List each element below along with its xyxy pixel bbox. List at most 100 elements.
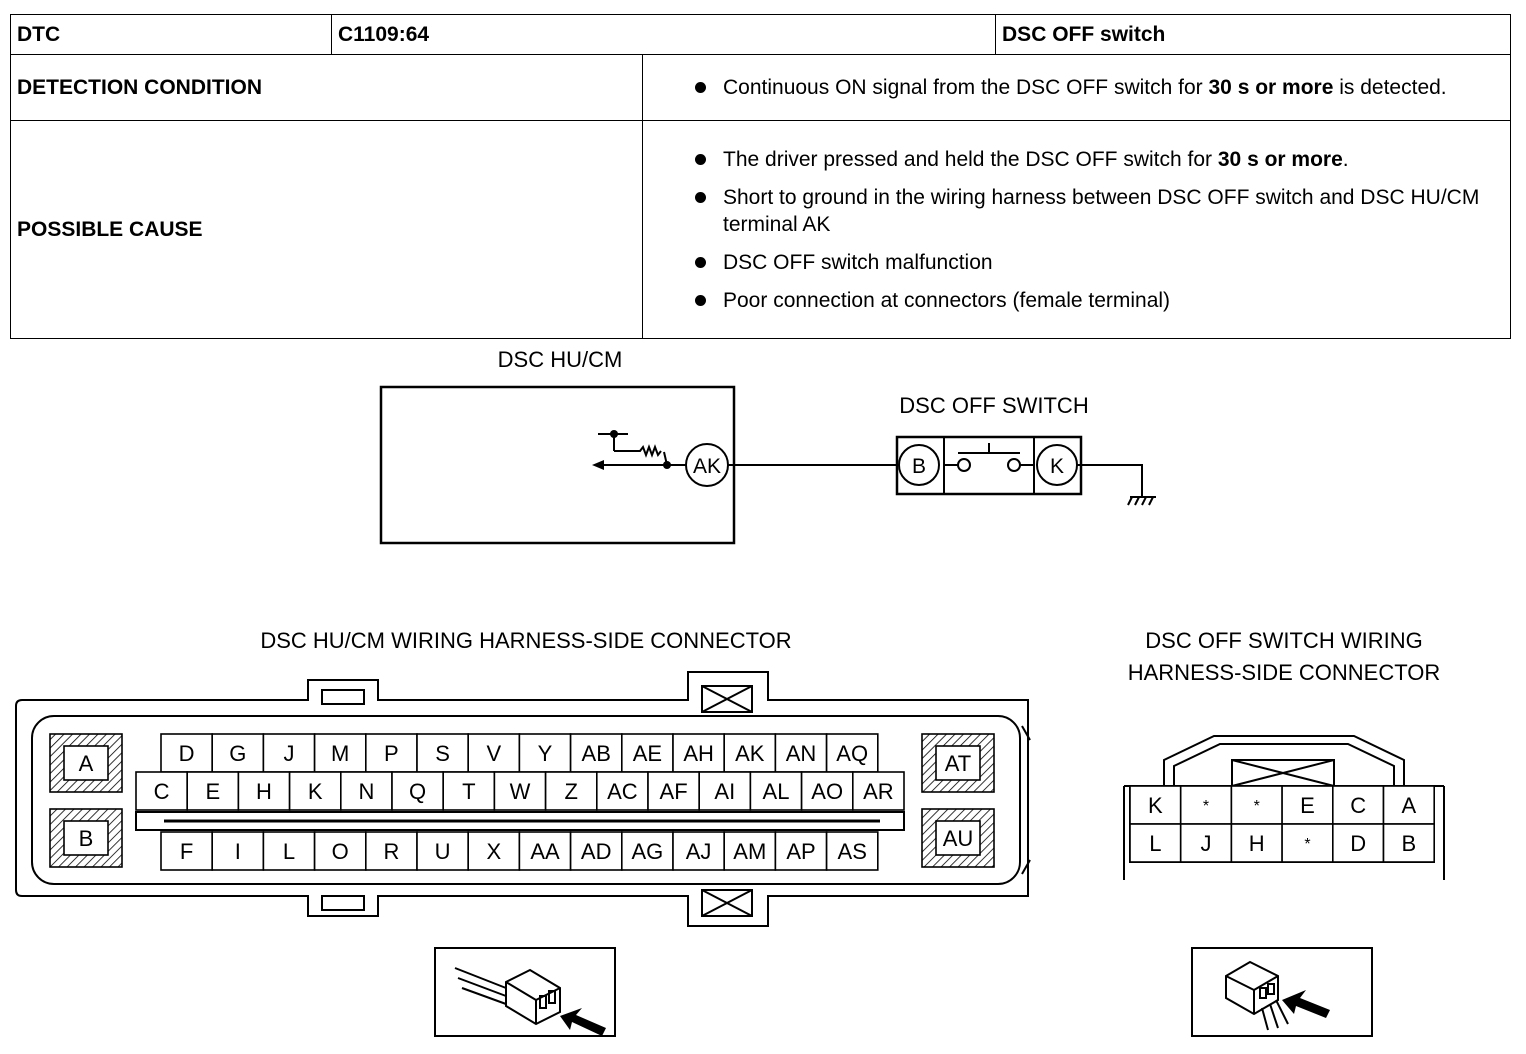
detection-condition-label: DETECTION CONDITION	[10, 54, 643, 121]
pin-label: J	[284, 741, 295, 766]
connector-pin: B	[1382, 823, 1436, 863]
pin-label: R	[383, 839, 399, 864]
pin-label: X	[486, 839, 501, 864]
detection-item-pre: Continuous ON signal from the DSC OFF sw…	[723, 76, 1209, 99]
connector-pin: AJ	[672, 831, 726, 871]
pin-label: W	[510, 779, 531, 804]
pin-label: D	[1350, 831, 1366, 856]
pin-label: G	[229, 741, 246, 766]
connector-pin: S	[416, 733, 470, 773]
pin-label: *	[1254, 798, 1260, 815]
side-terminal: B	[49, 808, 123, 868]
connector-pin: AP	[774, 831, 828, 871]
hucm-connector-view-icon	[454, 967, 561, 1026]
pin-label: AI	[714, 779, 735, 804]
pin-label: M	[331, 741, 349, 766]
pin-label: F	[180, 839, 193, 864]
pin-label: H	[256, 779, 272, 804]
connector-pin: AK	[723, 733, 777, 773]
pin-label: AR	[863, 779, 894, 804]
pin-label: AN	[786, 741, 817, 766]
connector-pin: AQ	[825, 733, 879, 773]
causes-item: DSC OFF switch malfunction	[689, 249, 1504, 276]
possible-cause-cell: The driver pressed and held the DSC OFF …	[641, 120, 1512, 339]
connector-pin: G	[211, 733, 265, 773]
side-terminal: AT	[921, 733, 995, 793]
pin-label: U	[435, 839, 451, 864]
view-arrow-icon	[560, 1008, 606, 1036]
connector-pin: K	[288, 771, 342, 811]
connector-pin: J	[262, 733, 316, 773]
pin-label: AO	[811, 779, 843, 804]
pin-label: AQ	[836, 741, 868, 766]
pin-label: B	[79, 826, 94, 851]
connector-pin: E	[186, 771, 240, 811]
connector-pin: X	[467, 831, 521, 871]
pin-label: AL	[763, 779, 790, 804]
pin-label: AP	[786, 839, 815, 864]
pin-label: Y	[538, 741, 553, 766]
terminal-b-circle	[898, 444, 940, 486]
hucm-connector-body	[15, 671, 1031, 927]
connector-pin: AI	[698, 771, 752, 811]
connector-pin: L	[262, 831, 316, 871]
signal-arrow-icon	[592, 460, 604, 470]
connector-pin: M	[313, 733, 367, 773]
switch-label: DSC OFF SWITCH	[899, 393, 1088, 418]
pin-label: C	[154, 779, 170, 804]
connector-pin: Q	[391, 771, 445, 811]
connector-pin: T	[442, 771, 496, 811]
connector-pin: H	[237, 771, 291, 811]
pin-label: AS	[838, 839, 867, 864]
hucm-connector-title: DSC HU/CM WIRING HARNESS-SIDE CONNECTOR	[260, 628, 791, 653]
terminal-b-label: B	[912, 455, 926, 478]
dtc-code: C1109:64	[330, 14, 997, 55]
connector-pin: P	[364, 733, 418, 773]
connector-pin: N	[339, 771, 393, 811]
pin-label: L	[283, 839, 295, 864]
connector-pin: *	[1281, 823, 1334, 863]
switch-connector-view-icon	[1225, 960, 1289, 1031]
pin-label: AH	[683, 741, 714, 766]
dtc-label: DTC	[10, 14, 332, 55]
causes-item: Poor connection at connectors (female te…	[689, 287, 1504, 314]
pullup-resistor-circuit	[598, 433, 686, 466]
side-terminal: AU	[921, 808, 995, 868]
connector-pin: C	[1332, 785, 1385, 825]
pin-label: J	[1201, 831, 1212, 856]
connector-pin: E	[1281, 785, 1334, 825]
possible-cause-list: The driver pressed and held the DSC OFF …	[649, 146, 1504, 314]
connector-pin: AE	[620, 733, 674, 773]
hucm-label: DSC HU/CM	[498, 347, 623, 372]
connector-pin: R	[364, 831, 418, 871]
connector-latch-marks	[701, 685, 753, 917]
pin-label: AK	[735, 741, 765, 766]
pin-label: C	[1350, 793, 1366, 818]
switch-connector-title-line1: DSC OFF SWITCH WIRING	[1145, 628, 1422, 653]
pin-label: K	[308, 779, 323, 804]
connector-pin: Z	[544, 771, 598, 811]
push-switch-contact	[944, 443, 1034, 472]
terminal-ak-label: AK	[693, 455, 721, 478]
connector-pin: U	[416, 831, 470, 871]
pin-label: AM	[733, 839, 766, 864]
pin-label: AE	[633, 741, 662, 766]
signal-node-dot	[663, 461, 671, 469]
connector-pin: AO	[800, 771, 854, 811]
pin-label: AF	[660, 779, 688, 804]
connector-pin: AA	[518, 831, 572, 871]
hucm-view-indicator	[434, 947, 616, 1037]
connector-pin: AG	[620, 831, 674, 871]
connector-pin: I	[211, 831, 265, 871]
connector-pin: AL	[749, 771, 803, 811]
causes-item-pre: Short to ground in the wiring harness be…	[723, 185, 1480, 236]
connector-pin: K	[1129, 785, 1182, 825]
detection-condition-list: Continuous ON signal from the DSC OFF sw…	[649, 74, 1504, 101]
pin-label: AG	[632, 839, 664, 864]
connector-pin: AC	[595, 771, 649, 811]
pin-label: AT	[945, 751, 971, 776]
causes-item: The driver pressed and held the DSC OFF …	[689, 146, 1504, 173]
